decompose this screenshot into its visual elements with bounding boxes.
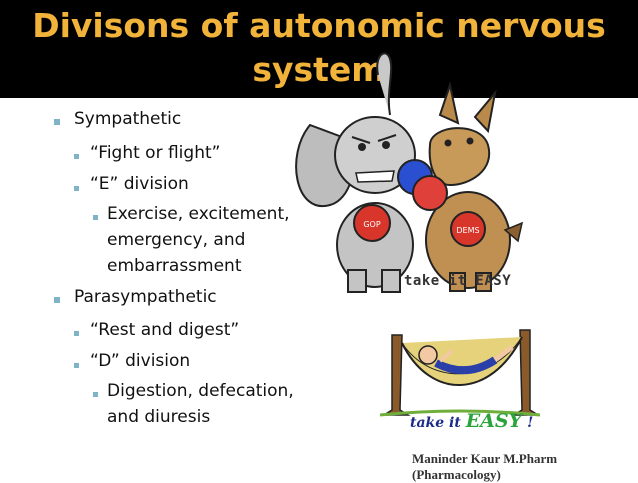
bullet-e-division: “E” division <box>90 174 189 194</box>
title-bar <box>0 0 638 98</box>
author-footer: Maninder Kaur M.Pharm (Pharmacology) <box>412 451 558 482</box>
bullet-d-division: “D” division <box>90 351 191 371</box>
bullet-marker <box>74 186 79 191</box>
bullet-fight-or-flight: “Fight or flight” <box>90 143 221 163</box>
bullet-marker <box>93 392 98 397</box>
caption2-prefix: take it <box>410 415 461 431</box>
bullet-digestion-line1: Digestion, defecation, <box>107 381 294 401</box>
bullet-exercise-line3: embarrassment <box>107 256 242 276</box>
bullet-rest-and-digest: “Rest and digest” <box>90 320 240 340</box>
bullet-marker <box>54 119 60 125</box>
bullet-digestion-line2: and diuresis <box>107 407 211 427</box>
bullet-exercise-line2: emergency, and <box>107 230 246 250</box>
bullet-exercise-line1: Exercise, excitement, <box>107 204 290 224</box>
caption2-suffix: ! <box>527 415 534 431</box>
slide-title: Divisons of autonomic nervous system <box>32 6 606 89</box>
take-it-easy-caption-2: take it EASY ! <box>410 410 533 432</box>
bullet-marker <box>74 363 79 368</box>
elephant-donkey-boxing-illustration: GOP DEMS <box>295 52 524 293</box>
bullet-marker <box>74 154 79 159</box>
hammock-illustration <box>380 329 540 417</box>
gop-label: GOP <box>363 220 380 229</box>
bullet-parasympathetic: Parasympathetic <box>74 287 217 307</box>
dems-label: DEMS <box>456 226 479 235</box>
take-it-easy-caption-1: take it EASY <box>404 273 512 289</box>
caption2-emphasis: EASY <box>465 410 523 432</box>
bullet-sympathetic: Sympathetic <box>74 109 182 129</box>
bullet-marker <box>74 331 79 336</box>
bullet-marker <box>93 215 98 220</box>
bullet-marker <box>54 297 60 303</box>
